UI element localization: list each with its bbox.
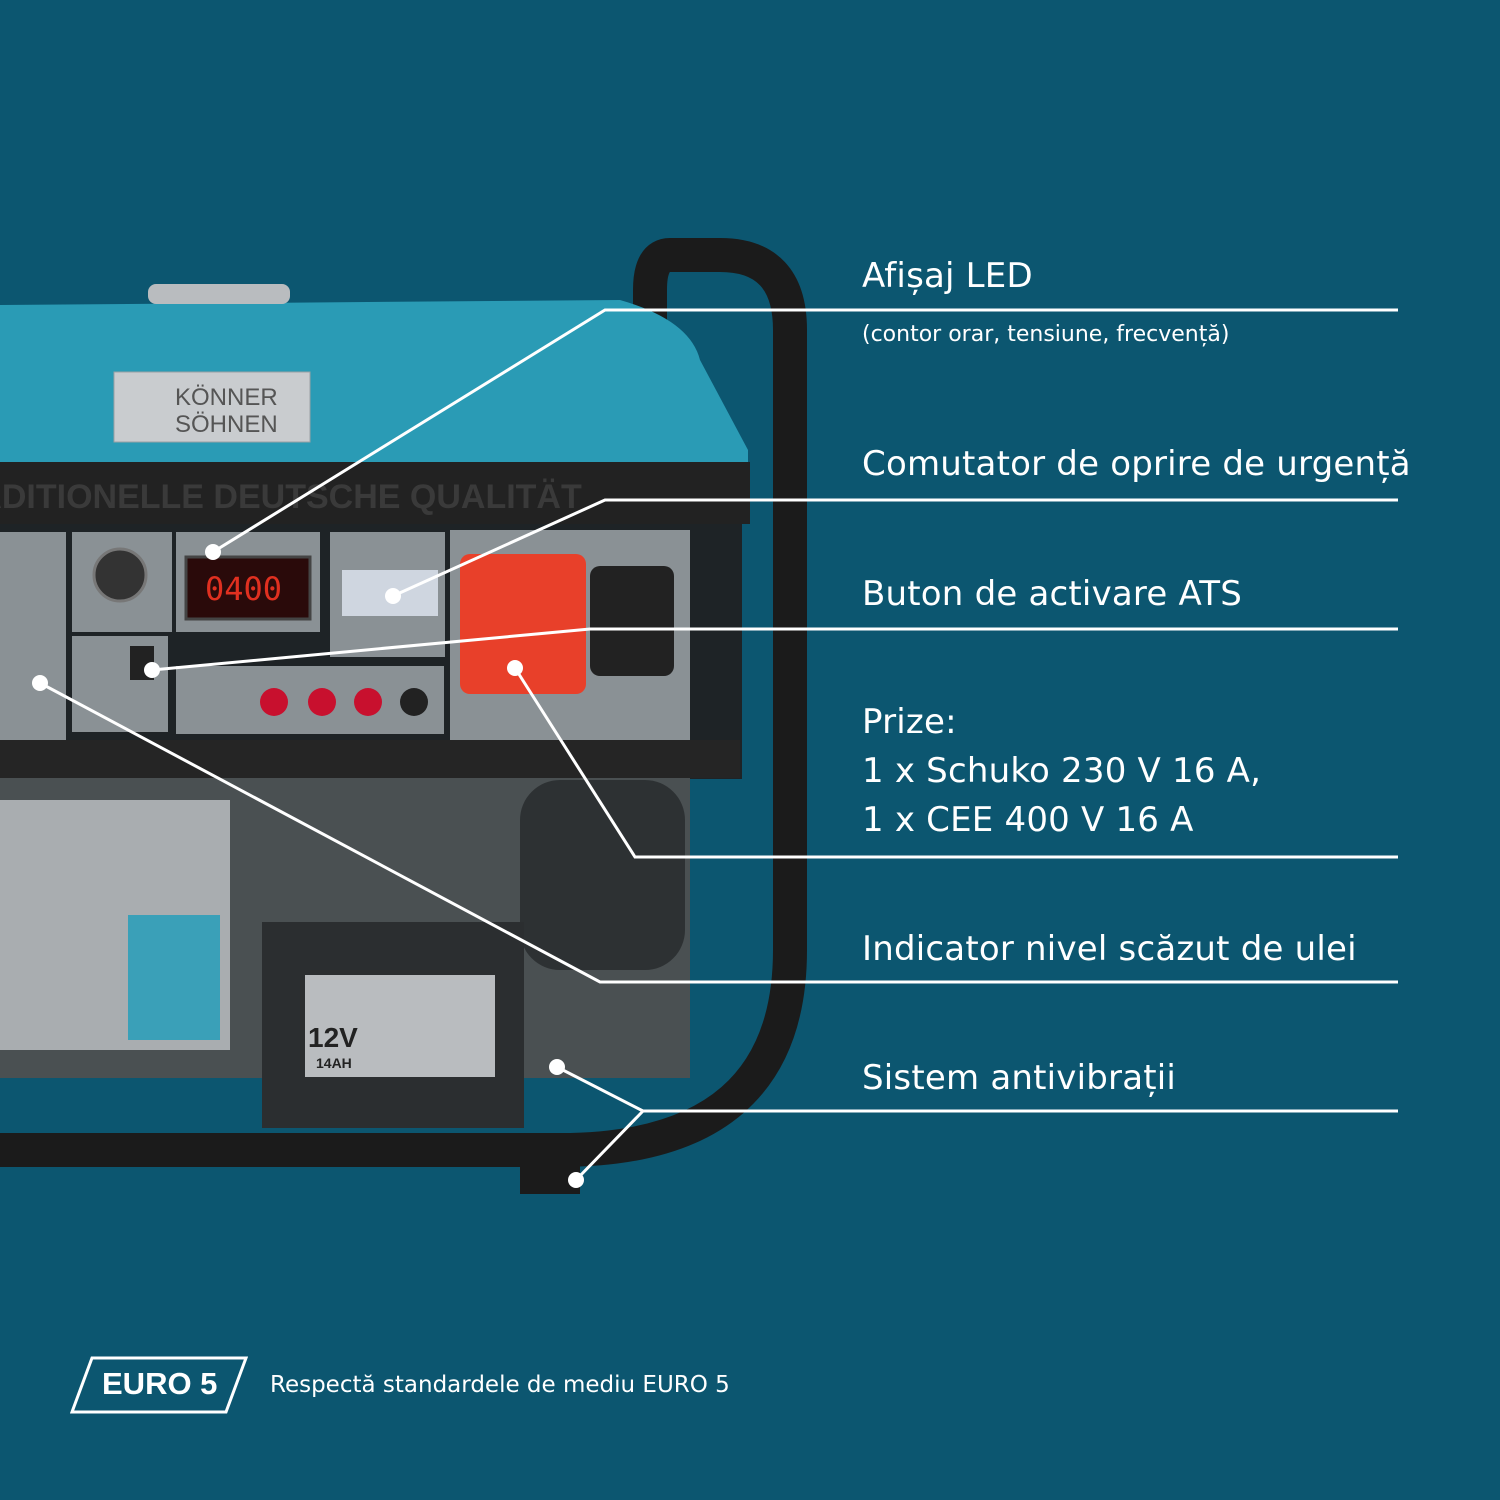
leader-lines [39, 308, 1398, 1182]
fuel-tank [0, 300, 748, 470]
euro5-badge: EURO 5 [102, 1366, 218, 1401]
battery-voltage: 12V [308, 1022, 358, 1053]
callout-oil-indicator: Indicator nivel scăzut de ulei [862, 929, 1357, 969]
callout-emergency-stop: Comutator de oprire de urgență [862, 444, 1411, 484]
engine-key-switch [92, 547, 148, 603]
schuko-socket [590, 566, 674, 676]
euro5-description: Respectă standardele de mediu EURO 5 [270, 1372, 730, 1398]
brand-logo: KÖNNER [175, 384, 278, 411]
euro5-badge-frame [70, 1356, 248, 1414]
panel-banner: TRADITIONELLE DEUTSCHE QUALITÄT [0, 478, 582, 516]
callout-led-display: Afișaj LED [862, 256, 1033, 296]
callout-antivibration: Sistem antivibrații [862, 1058, 1177, 1098]
callout-led-display-subtitle: (contor orar, tensiune, frecvență) [862, 322, 1230, 347]
cee-socket [460, 554, 586, 694]
brand-plate [113, 371, 311, 443]
frame-tube [0, 238, 807, 1167]
brand-logo-line2: SÖHNEN [175, 411, 278, 438]
callout-ats-button: Buton de activare ATS [862, 574, 1243, 614]
callout-sockets-line2: 1 x CEE 400 V 16 A [862, 800, 1194, 840]
callout-dots [32, 544, 584, 1188]
banner-strip [0, 462, 750, 524]
callout-sockets: Prize: [862, 702, 957, 742]
led-display [184, 555, 312, 621]
display-reading: 0400 [205, 570, 282, 608]
callout-sockets-line1: 1 x Schuko 230 V 16 A, [862, 751, 1262, 791]
battery-capacity: 14AH [316, 1055, 352, 1071]
fuel-cap [148, 284, 290, 304]
